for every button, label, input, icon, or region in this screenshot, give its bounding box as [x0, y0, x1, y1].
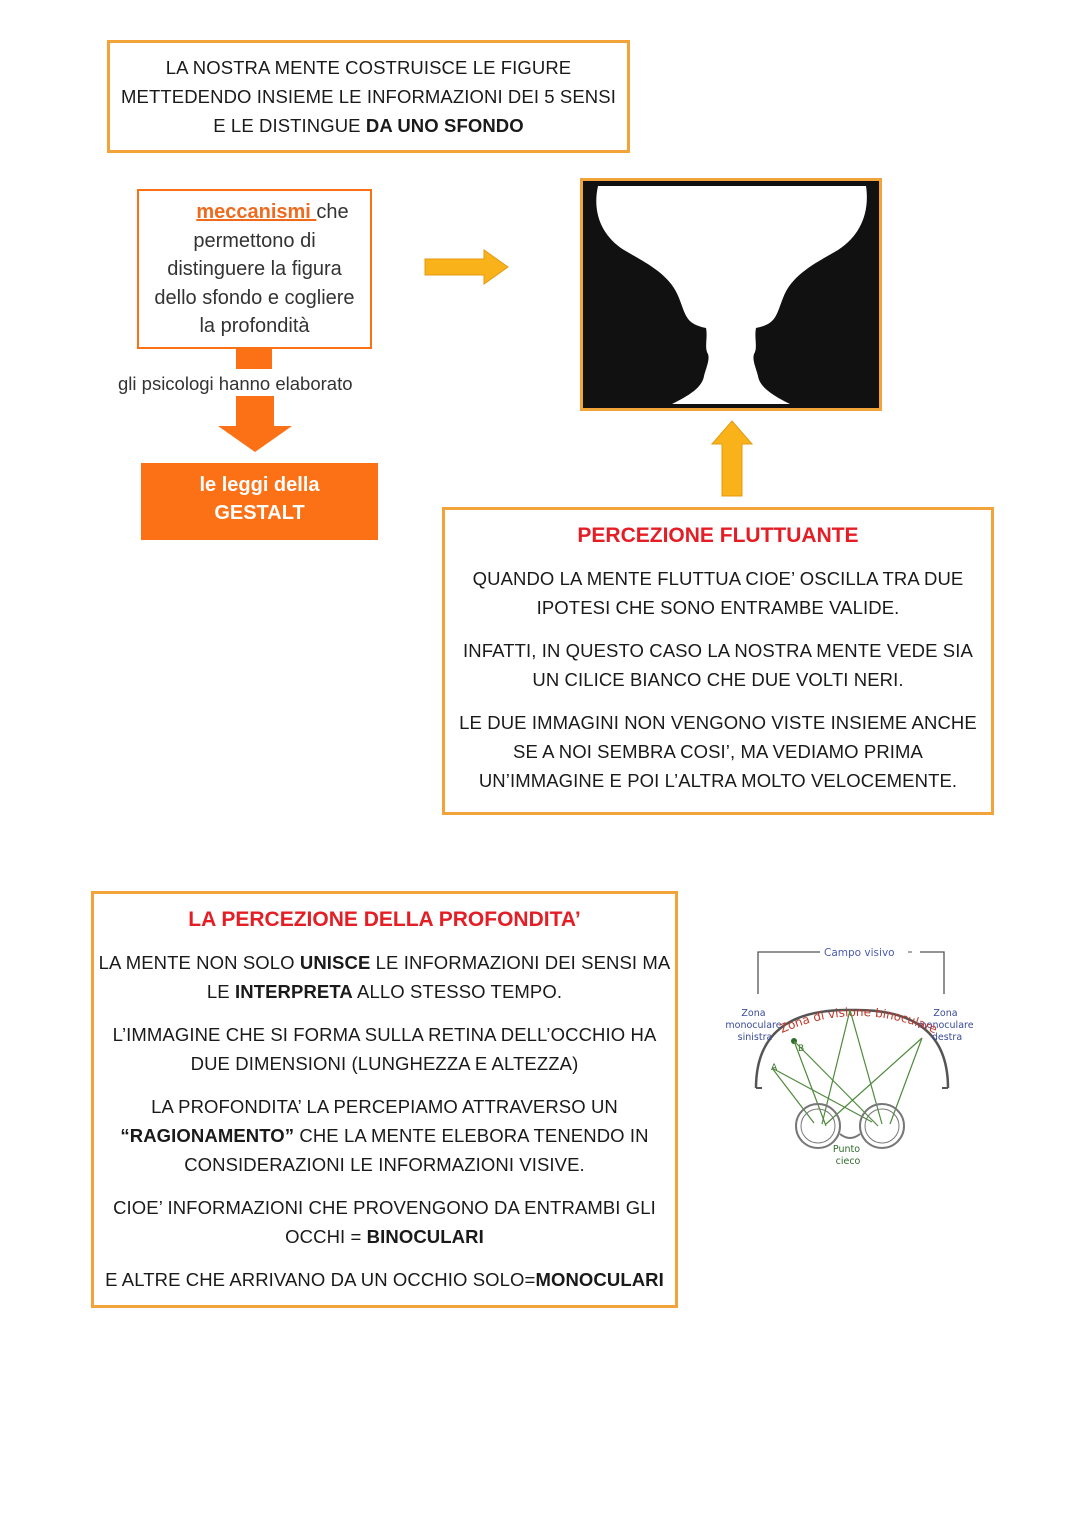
profondita-p3-line-3: CONSIDERAZIONI LE INFORMAZIONI VISIVE. — [184, 1154, 585, 1175]
up-arrow-icon — [711, 420, 753, 497]
mechanisms-box: meccanismi che permettono di distinguere… — [137, 189, 372, 349]
gestalt-line-1: le leggi della — [199, 474, 320, 496]
binocular-vision-diagram: Campo visivo Zona monoculare sinistra Zo… — [725, 947, 976, 1167]
profondita-p2-line-2: DUE DIMENSIONI (LUNGHEZZA E ALTEZZA) — [190, 1053, 579, 1074]
fluttuante-p1-line-2: IPOTESI CHE SONO ENTRAMBE VALIDE. — [536, 597, 900, 618]
mechanisms-line-4: dello sfondo e cogliere — [154, 286, 355, 309]
profondita-title: LA PERCEZIONE DELLA PROFONDITA’ — [188, 908, 581, 931]
profondita-p2-line-1: L’IMMAGINE CHE SI FORMA SULLA RETINA DEL… — [112, 1024, 657, 1045]
profondita-paragraph-2: L’IMMAGINE CHE SI FORMA SULLA RETINA DEL… — [94, 1020, 675, 1078]
fluttuante-p3-line-1: LE DUE IMMAGINI NON VENGONO VISTE INSIEM… — [459, 712, 977, 733]
profondita-paragraph-4: CIOE’ INFORMAZIONI CHE PROVENGONO DA ENT… — [94, 1193, 675, 1251]
profondita-p3-line-2: “RAGIONAMENTO” CHE LA MENTE ELEBORA TENE… — [120, 1125, 649, 1146]
gestalt-box[interactable]: le leggi della GESTALT — [141, 463, 378, 540]
profondita-p3-line-1: LA PROFONDITA’ LA PERCEPIAMO ATTRAVERSO … — [151, 1096, 618, 1117]
profondita-paragraph-3: LA PROFONDITA’ LA PERCEPIAMO ATTRAVERSO … — [94, 1092, 675, 1179]
mechanisms-line-5: la profondità — [199, 315, 310, 337]
intro-box: LA NOSTRA MENTE COSTRUISCE LE FIGURE MET… — [107, 40, 630, 153]
fluttuante-title: PERCEZIONE FLUTTUANTE — [577, 524, 859, 547]
profondita-p4-line-2: OCCHI = BINOCULARI — [285, 1226, 484, 1247]
eyes — [795, 1103, 905, 1149]
connector-bar — [236, 349, 272, 369]
profondita-p1-line-1: LA MENTE NON SOLO UNISCE LE INFORMAZIONI… — [98, 952, 671, 973]
right-arrow-icon — [424, 249, 509, 285]
profondita-p5-line: E ALTRE CHE ARRIVANO DA UN OCCHIO SOLO=M… — [105, 1269, 664, 1290]
mechanisms-line-2: permettono di — [193, 229, 316, 252]
fluttuante-p2-line-1: INFATTI, IN QUESTO CASO LA NOSTRA MENTE … — [463, 640, 973, 661]
mechanisms-link[interactable]: meccanismi — [196, 201, 317, 223]
connector-text: gli psicologi hanno elaborato — [118, 373, 353, 394]
punto-cieco-label: Punto cieco — [833, 1144, 863, 1167]
point-a-label: A — [771, 1063, 778, 1073]
mechanisms-line-3: distinguere la figura — [167, 258, 342, 280]
profondita-p4-line-1: CIOE’ INFORMAZIONI CHE PROVENGONO DA ENT… — [113, 1197, 656, 1218]
fluttuante-p1-line-1: QUANDO LA MENTE FLUTTUA CIOE’ OSCILLA TR… — [472, 568, 964, 589]
zona-destra-label: Zona monoculare destra — [917, 1008, 976, 1043]
gestalt-line-2: GESTALT — [214, 502, 305, 524]
profondita-p1-line-2: LE INTERPRETA ALLO STESSO TEMPO. — [206, 981, 563, 1002]
fluttuante-paragraph-1: QUANDO LA MENTE FLUTTUA CIOE’ OSCILLA TR… — [445, 564, 991, 622]
mechanisms-line-1: meccanismi che — [196, 201, 349, 223]
fluttuante-p3-line-2: SE A NOI SEMBRA COSI’, MA VEDIAMO PRIMA — [513, 741, 923, 762]
profondita-box: LA PERCEZIONE DELLA PROFONDITA’ LA MENTE… — [91, 891, 678, 1308]
intro-line-3: E LE DISTINGUE DA UNO SFONDO — [213, 115, 524, 136]
profondita-paragraph-1: LA MENTE NON SOLO UNISCE LE INFORMAZIONI… — [94, 948, 675, 1006]
fluttuante-p2-line-2: UN CILICE BIANCO CHE DUE VOLTI NERI. — [532, 669, 904, 690]
fluttuante-box: PERCEZIONE FLUTTUANTE QUANDO LA MENTE FL… — [442, 507, 994, 815]
down-arrow-icon — [218, 396, 292, 452]
intro-line-2: METTEDENDO INSIEME LE INFORMAZIONI DEI 5… — [121, 86, 616, 107]
fluttuante-paragraph-2: INFATTI, IN QUESTO CASO LA NOSTRA MENTE … — [445, 636, 991, 694]
zona-sinistra-label: Zona monoculare sinistra — [725, 1008, 784, 1043]
fluttuante-paragraph-3: LE DUE IMMAGINI NON VENGONO VISTE INSIEM… — [445, 708, 991, 795]
intro-line-1: LA NOSTRA MENTE COSTRUISCE LE FIGURE — [165, 57, 572, 78]
profondita-paragraph-5: E ALTRE CHE ARRIVANO DA UN OCCHIO SOLO=M… — [94, 1265, 675, 1294]
rubin-vase-image — [580, 178, 882, 411]
campo-visivo-label: Campo visivo — [824, 947, 895, 959]
binoculare-label: Zona di visione binoculare — [778, 1005, 940, 1036]
fluttuante-p3-line-3: UN’IMMAGINE E POI L’ALTRA MOLTO VELOCEME… — [478, 770, 958, 791]
